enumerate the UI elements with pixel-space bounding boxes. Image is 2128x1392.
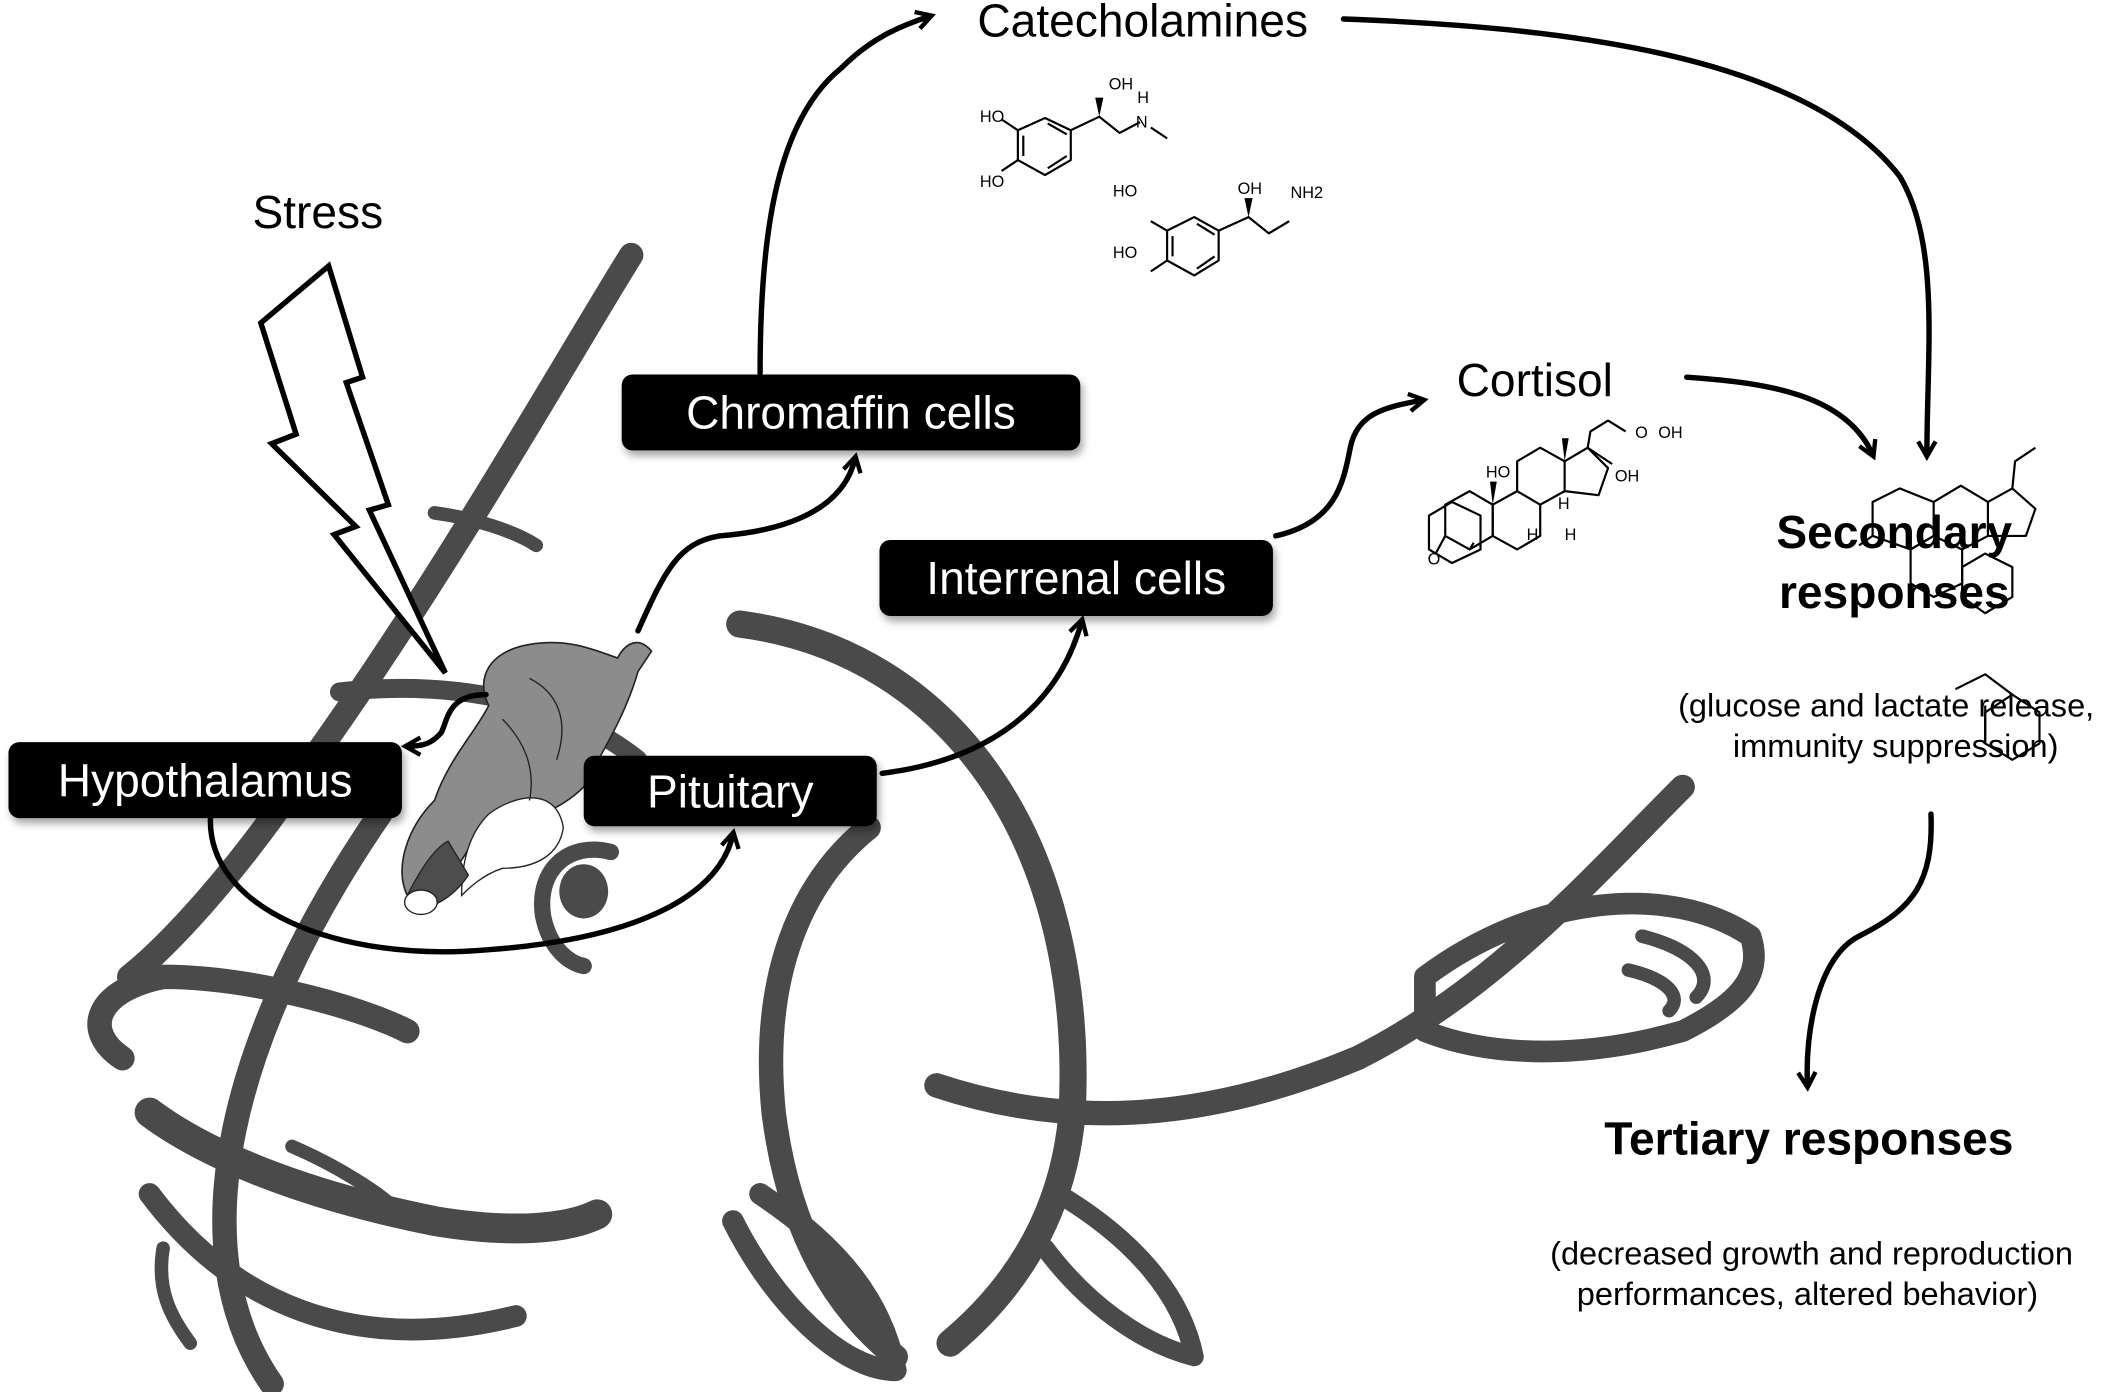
atom-label: O [1635, 424, 1648, 442]
arrow-cortisol-to-secondary [1684, 374, 1878, 461]
atom-label: H [1565, 526, 1577, 544]
catecholamines-label: Catecholamines [977, 0, 1308, 47]
node-interrenal-cells: Interrenal cells [879, 539, 1273, 616]
atom-label: OH [1658, 424, 1682, 442]
atom-label: H [1527, 526, 1539, 544]
secondary-detail-line2: immunity suppression) [1733, 728, 2059, 764]
fish-eye [559, 864, 609, 919]
atom-label: NH2 [1291, 184, 1324, 202]
hypothalamus-label: Hypothalamus [58, 754, 353, 806]
flow-arrows [207, 9, 1938, 1092]
node-chromaffin-cells: Chromaffin cells [621, 374, 1081, 451]
chromaffin-label: Chromaffin cells [686, 387, 1016, 439]
arrow-secondary-to-tertiary [1796, 811, 1934, 1092]
arrow-chromaffin-to-catecholamines [757, 9, 936, 376]
adrenaline-structure: HO HO OH H N [980, 76, 1168, 191]
fish-brain [401, 641, 653, 916]
stress-label: Stress [252, 186, 383, 238]
fish-illustration [87, 242, 1765, 1392]
lightning-bolt-icon [257, 261, 448, 675]
interrenal-label: Interrenal cells [926, 552, 1226, 604]
arrow-hypothalamus-to-pituitary [207, 811, 741, 955]
cortisol-label: Cortisol [1457, 354, 1613, 406]
secondary-responses: Secondary responses (glucose and lactate… [1678, 506, 2094, 764]
cortisol-rings [1434, 419, 1627, 555]
tertiary-responses: Tertiary responses (decreased growth and… [1550, 1113, 2073, 1313]
atom-label: N [1136, 114, 1148, 132]
atom-label: OH [1238, 180, 1262, 198]
node-hypothalamus: Hypothalamus [8, 742, 402, 819]
node-pituitary: Pituitary [583, 755, 877, 827]
arrow-brain-to-hypothalamus [400, 691, 489, 757]
arrow-brain-to-chromaffin [635, 452, 863, 634]
arrow-pituitary-to-interrenal [879, 615, 1089, 777]
atom-label: H [1558, 495, 1570, 513]
arrow-catecholamines-to-secondary [1340, 16, 1938, 462]
tertiary-detail-line2: performances, altered behavior) [1577, 1276, 2038, 1312]
tertiary-title: Tertiary responses [1604, 1113, 2013, 1165]
atom-label: HO [1113, 183, 1137, 201]
cortisol-structure: O OH HO OH H H H O [1428, 424, 2041, 761]
arrow-interrenal-to-cortisol [1272, 391, 1429, 539]
secondary-detail-line1: (glucose and lactate release, [1678, 687, 2094, 723]
atom-label: HO [980, 173, 1004, 191]
atom-label: HO [1113, 244, 1137, 262]
pituitary-label: Pituitary [647, 765, 814, 817]
atom-label: HO [980, 108, 1004, 126]
secondary-title-line1: Secondary [1776, 506, 2012, 558]
noradrenaline-structure: HO HO OH NH2 [1113, 180, 1324, 277]
atom-label: OH [1615, 468, 1639, 486]
atom-label: OH [1109, 76, 1133, 94]
atom-label: O [1428, 550, 1441, 568]
atom-label: HO [1486, 464, 1510, 482]
atom-label: H [1137, 89, 1149, 107]
secondary-title-line2: responses [1779, 566, 2010, 618]
tertiary-detail-line1: (decreased growth and reproduction [1550, 1235, 2073, 1271]
